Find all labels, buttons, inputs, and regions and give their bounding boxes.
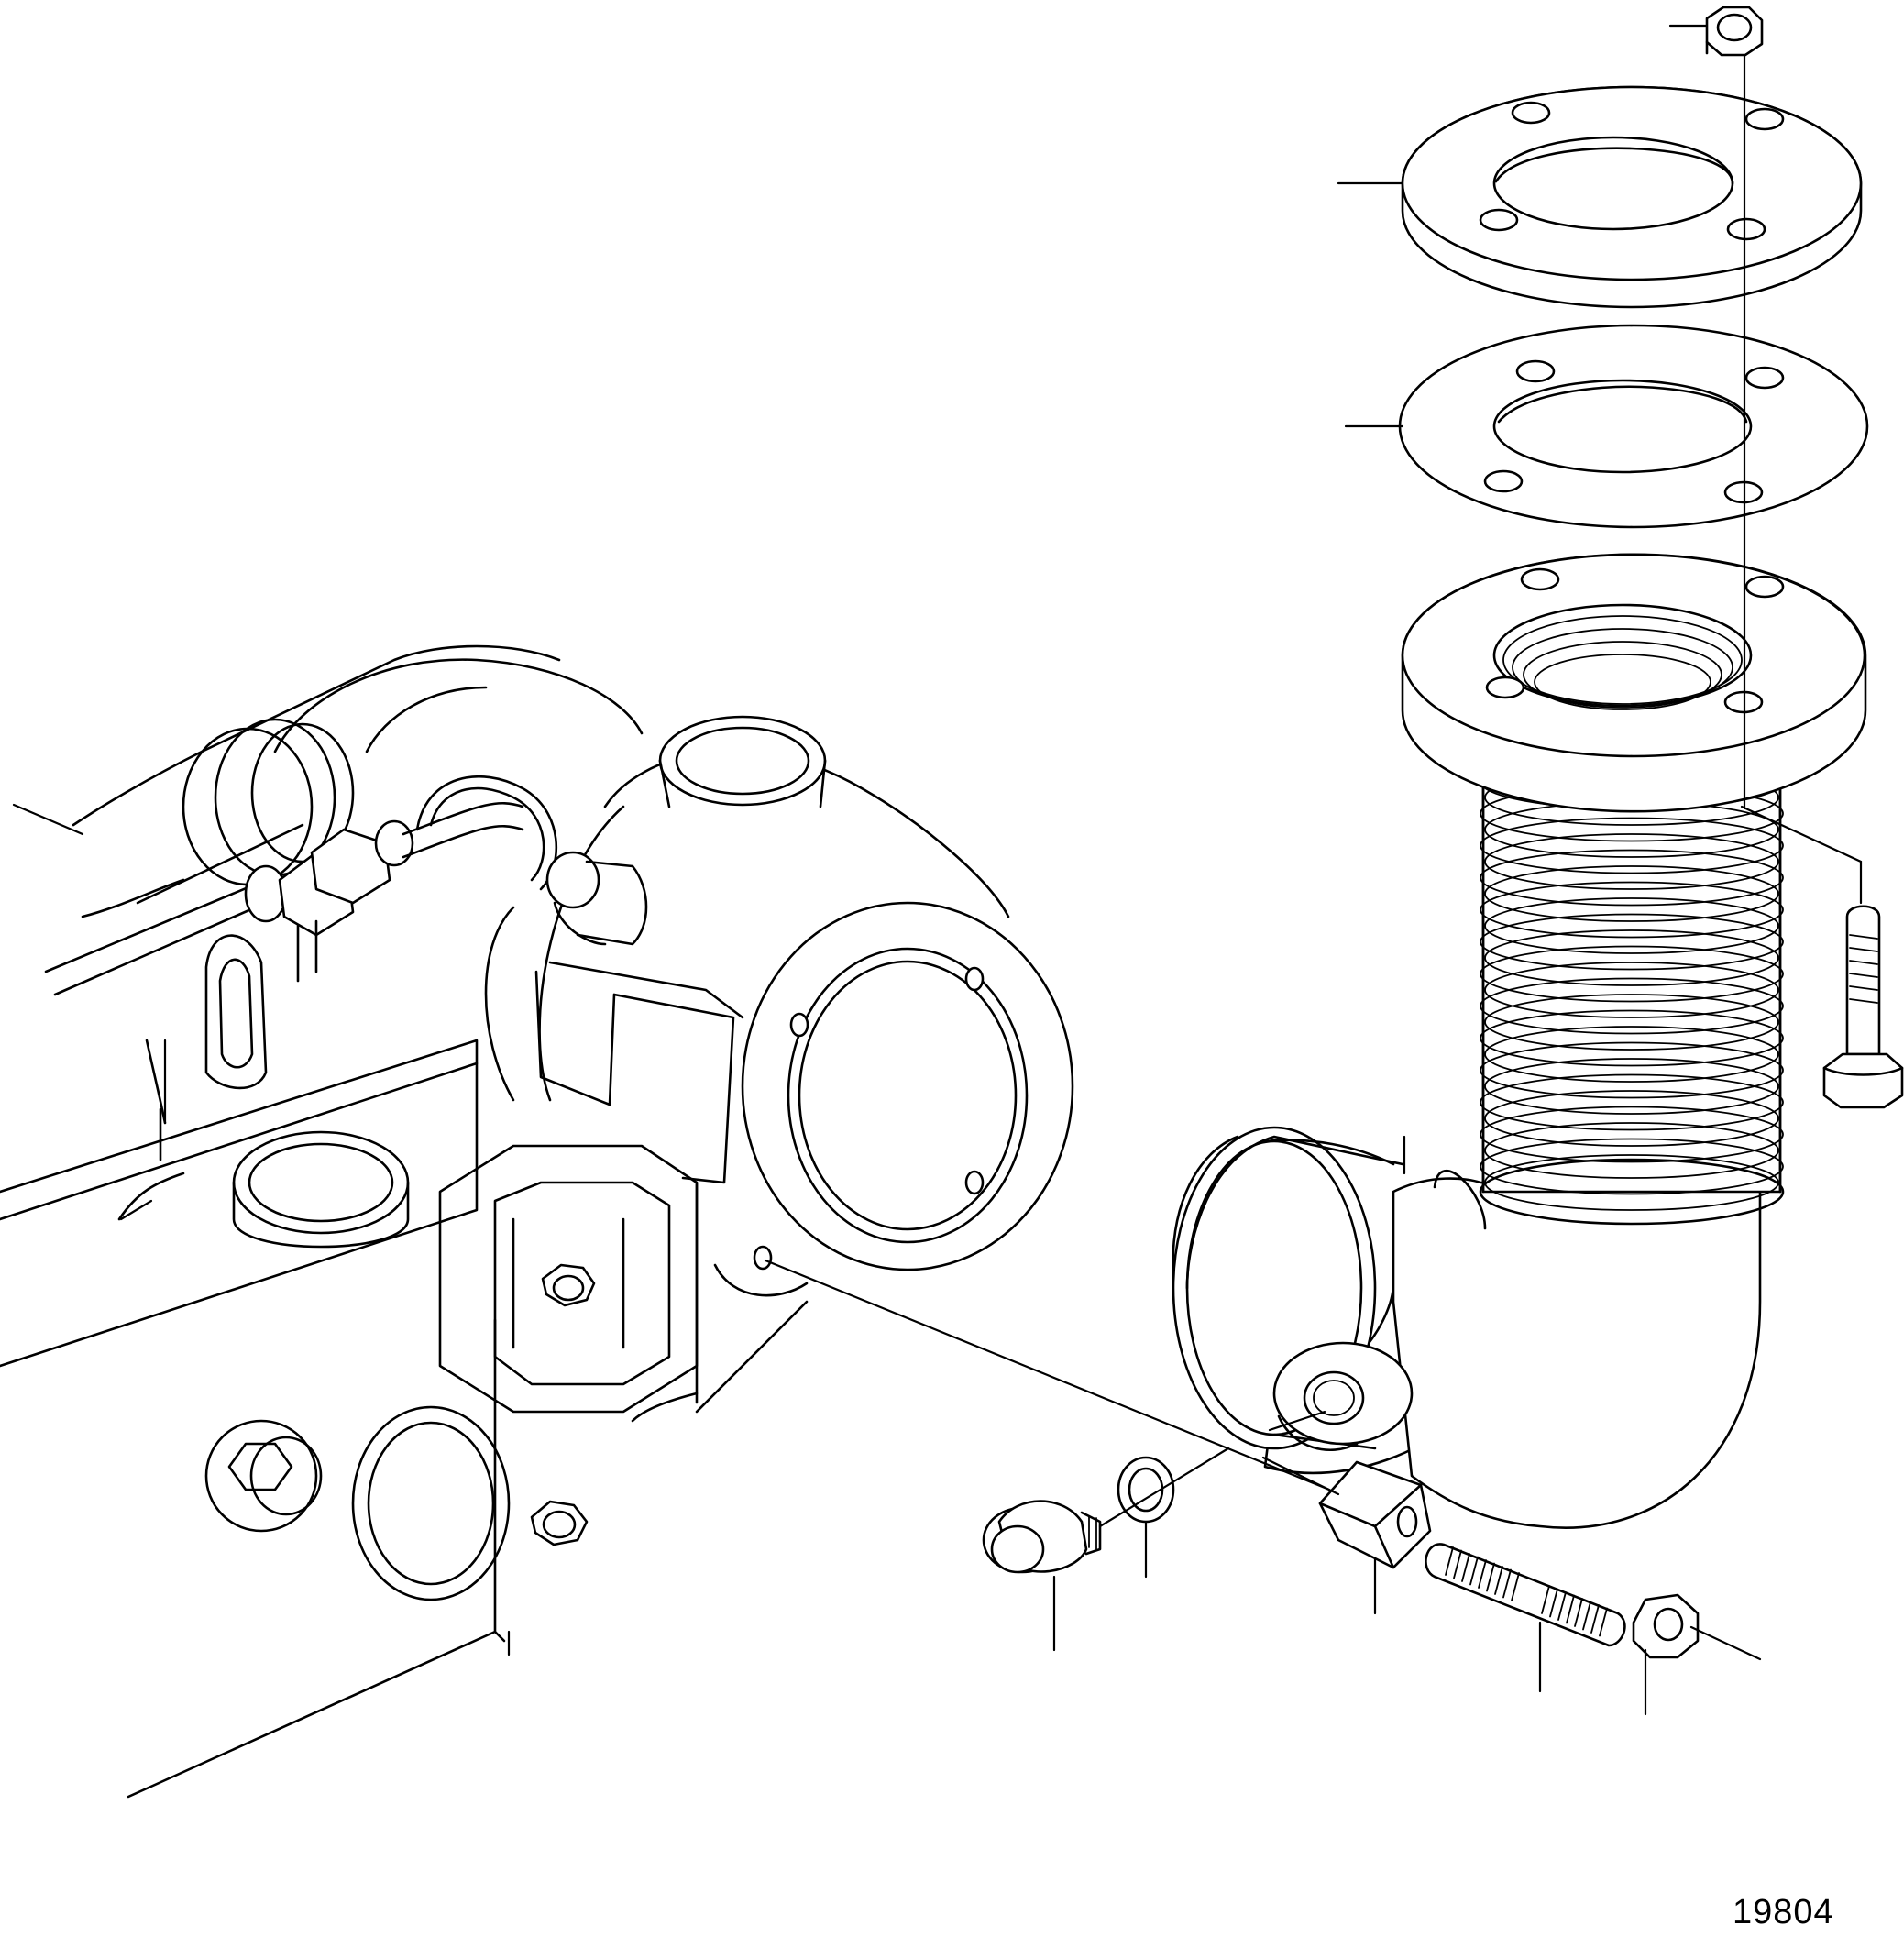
- stud-nut: [1634, 1595, 1698, 1657]
- housing-flange: [743, 903, 1073, 1270]
- stud-thread: [1583, 1602, 1590, 1630]
- bellows-rib: [1485, 866, 1778, 921]
- clamp-block: [1320, 1462, 1430, 1568]
- flange-bolt: [1824, 907, 1902, 1107]
- bellows-rib: [1485, 930, 1778, 985]
- bellows-rib: [1480, 1075, 1783, 1130]
- stud-thread: [1567, 1596, 1574, 1623]
- leader-lines: [14, 26, 1861, 1714]
- block-plug: [206, 1421, 321, 1531]
- bellows-rib: [1480, 883, 1783, 938]
- engine-block: [0, 646, 697, 1797]
- stud-thread: [1503, 1570, 1511, 1598]
- bellows-rib: [1485, 898, 1778, 953]
- bellows-rib: [1480, 1139, 1783, 1194]
- hex-bolt-lower: [532, 1502, 587, 1545]
- sealing-washer: [1118, 1458, 1173, 1522]
- exhaust-housing: [486, 717, 1073, 1421]
- bellows-rib: [1485, 995, 1778, 1050]
- stud-thread: [1470, 1557, 1478, 1585]
- sensor-fitting: [547, 852, 646, 944]
- block-port-ring: [353, 1407, 509, 1600]
- stud-thread: [1495, 1567, 1502, 1594]
- stud-thread: [1479, 1560, 1486, 1588]
- threaded-stud: [1425, 1544, 1624, 1645]
- bellows-rib: [1485, 1123, 1778, 1178]
- bellows-rib: [1485, 834, 1778, 889]
- bellows-elbow: [1173, 738, 1783, 1528]
- figure-number: 19804: [1733, 1893, 1834, 1931]
- stud-thread: [1487, 1564, 1494, 1591]
- stud-thread: [1462, 1554, 1469, 1581]
- drain-plug: [984, 1502, 1100, 1573]
- bellows-rib: [1485, 1027, 1778, 1082]
- stud-thread: [1591, 1605, 1599, 1633]
- stud-thread: [1600, 1609, 1607, 1636]
- top-nut: [1707, 7, 1762, 55]
- bellows-rib: [1485, 1091, 1778, 1146]
- bellows-rib: [1480, 1107, 1783, 1162]
- stud-thread: [1542, 1586, 1549, 1613]
- flange-ring-1: [1403, 87, 1861, 307]
- bellows-rib: [1480, 1011, 1783, 1066]
- bellows-rib: [1480, 915, 1783, 970]
- hex-bolt-upper: [543, 1265, 594, 1305]
- flange-gasket-2: [1400, 325, 1867, 527]
- bellows-ribs: [1480, 738, 1783, 1210]
- stud-thread: [1454, 1551, 1461, 1578]
- stud-thread: [1558, 1592, 1566, 1620]
- bellows-rib: [1480, 1043, 1783, 1098]
- bellows-rib: [1485, 1059, 1778, 1114]
- bellows-rib: [1485, 962, 1778, 1018]
- stud-thread: [1512, 1573, 1519, 1600]
- bellows-rib: [1480, 851, 1783, 906]
- bellows-rib: [1480, 979, 1783, 1034]
- bellows-top-flange: [1403, 555, 1865, 811]
- stud-thread: [1446, 1547, 1453, 1575]
- elbow-threaded-boss: [1274, 1343, 1412, 1450]
- stud-thread: [1550, 1590, 1557, 1617]
- bellows-rib: [1480, 819, 1783, 874]
- stud-thread: [1575, 1599, 1582, 1626]
- bellows-rib: [1480, 947, 1783, 1002]
